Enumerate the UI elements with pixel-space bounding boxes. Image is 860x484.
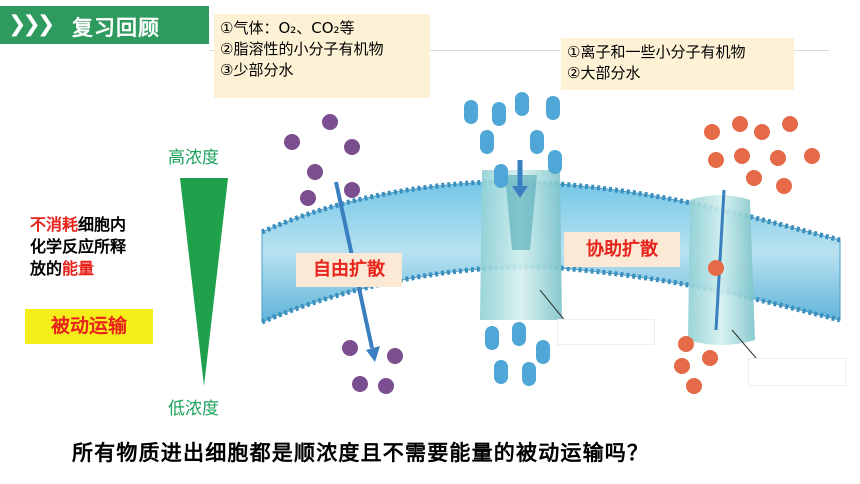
energy-word: 能量 (62, 259, 95, 278)
energy-line-3-a: 放的 (30, 259, 63, 278)
note-line: ②大部分水 (567, 64, 641, 82)
arrow-head-icon (512, 186, 528, 198)
energy-description: 不消耗细胞内 化学反应所释 放的能量 (30, 214, 126, 280)
passive-transport-label: 被动运输 (25, 309, 153, 344)
note-line: ②脂溶性的小分子有机物 (220, 40, 384, 58)
pointer-line (731, 329, 757, 359)
question-text: 所有物质进出细胞都是顺浓度且不需要能量的被动运输吗？ (72, 441, 650, 465)
header-divider (209, 50, 829, 51)
chevrons-icon: ❯❯❯ (8, 12, 55, 37)
free-diffusion-label: 自由扩散 (296, 253, 402, 287)
note-line: ①气体：O₂、CO₂等 (220, 19, 355, 37)
blue-molecules (464, 92, 562, 386)
note-line: ①离子和一些小分子有机物 (567, 43, 746, 61)
arrow-head-icon (366, 346, 380, 362)
header-bar: ❯❯❯ 复习回顾 (0, 6, 209, 44)
low-concentration-label: 低浓度 (168, 399, 219, 419)
high-concentration-label: 高浓度 (168, 148, 219, 168)
energy-line-2: 化学反应所释 (30, 237, 127, 256)
header-title: 复习回顾 (72, 16, 160, 40)
no-consume-text: 不消耗 (30, 215, 79, 234)
pointer-line (539, 289, 567, 323)
energy-line-3: 放的能量 (30, 258, 126, 280)
blank-label-channel (557, 319, 655, 345)
purple-molecules (284, 114, 403, 394)
orange-molecules (674, 116, 820, 394)
channel-pore (505, 175, 537, 250)
note-line: ③少部分水 (220, 61, 294, 79)
energy-line-1-rest: 细胞内 (78, 215, 127, 234)
note-free-diffusion-substances: ①气体：O₂、CO₂等 ②脂溶性的小分子有机物 ③少部分水 (214, 14, 430, 98)
blank-label-carrier (748, 358, 846, 386)
carrier-arrow (714, 189, 726, 331)
note-facilitated-diffusion-substances: ①离子和一些小分子有机物 ②大部分水 (561, 38, 794, 90)
energy-line-1: 不消耗细胞内 (30, 214, 126, 236)
concentration-gradient-triangle (180, 178, 228, 386)
facilitated-diffusion-label: 协助扩散 (564, 232, 680, 267)
